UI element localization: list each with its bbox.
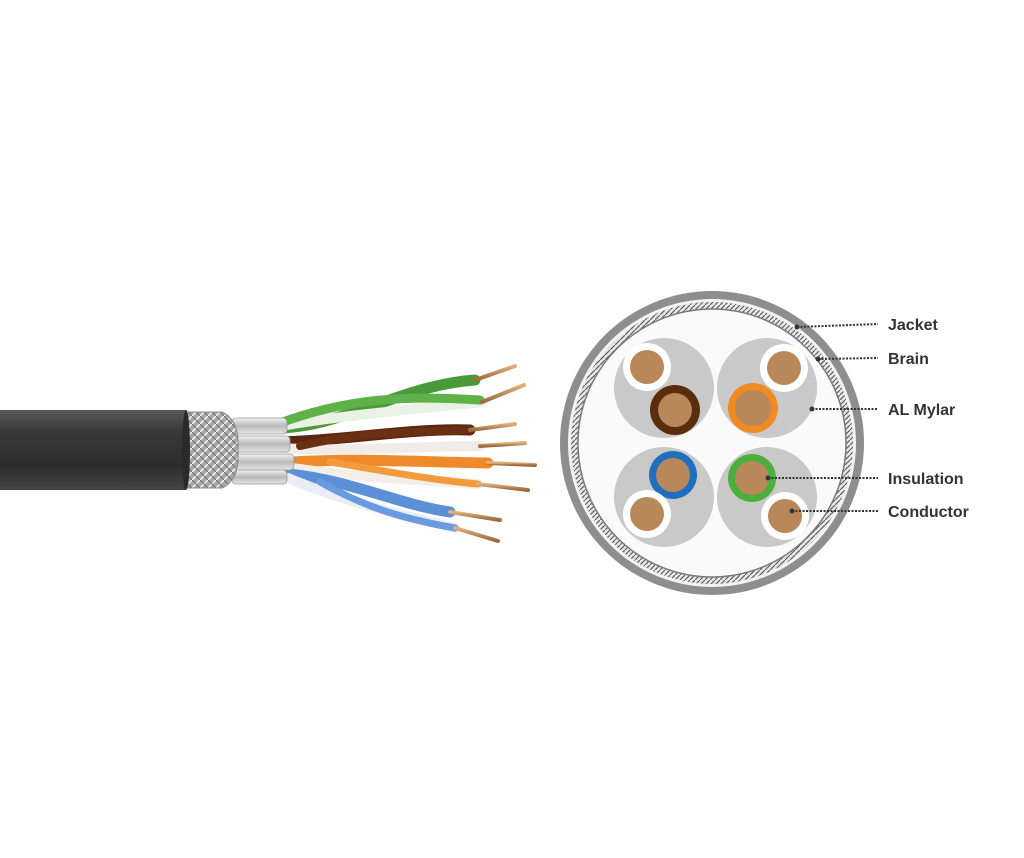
braid-shield [183, 411, 239, 489]
callout-braid-label: Brain [888, 351, 929, 368]
callout-al-mylar-label: AL Mylar [888, 402, 955, 419]
pair-top-left [614, 338, 714, 438]
foil-shields [231, 417, 295, 485]
callout-jacket: Jacket [794, 317, 938, 334]
orange-pair [286, 454, 537, 492]
cable-jacket [0, 410, 186, 490]
pair-bottom-left [614, 447, 714, 547]
callout-conductor: Conductor [789, 504, 969, 521]
pair-top-right [717, 338, 817, 438]
cable-side-view [0, 364, 537, 543]
callout-jacket-label: Jacket [888, 317, 938, 334]
callout-al-mylar: AL Mylar [809, 402, 955, 419]
brown-pair [274, 422, 527, 455]
pair-bottom-right [717, 447, 817, 547]
al-mylar-ring [577, 308, 847, 578]
callout-insulation: Insulation [765, 471, 964, 488]
callout-braid: Brain [815, 351, 929, 368]
cable-cross-section [560, 291, 864, 595]
green-pair [264, 364, 526, 434]
callout-conductor-label: Conductor [888, 504, 969, 521]
callout-insulation-label: Insulation [888, 471, 964, 488]
blue-pair [282, 468, 502, 543]
callouts: Jacket Brain AL Mylar Insulation Conduct… [765, 317, 969, 521]
